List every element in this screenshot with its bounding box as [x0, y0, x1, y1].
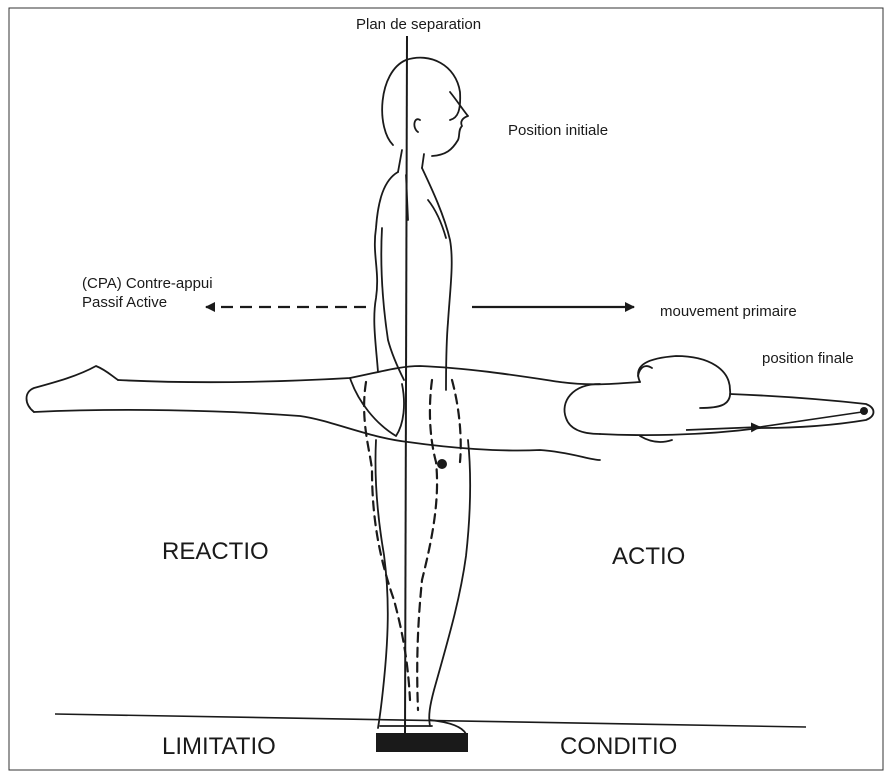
initial-position-label: Position initiale: [508, 122, 608, 139]
base-block: [376, 733, 468, 752]
condition-label: CONDITIO: [560, 733, 677, 760]
horizontal-figure: [27, 356, 874, 460]
reaction-label: REACTIO: [162, 538, 269, 565]
counter-support-label-line2: Passif Active: [82, 294, 167, 311]
final-position-label: position finale: [762, 350, 854, 367]
primary-movement-label: mouvement primaire: [660, 303, 797, 320]
separation-plane-label: Plan de separation: [356, 16, 481, 33]
limitation-label: LIMITATIO: [162, 733, 276, 760]
counter-support-label-line1: (CPA) Contre-appui: [82, 275, 213, 292]
separation-plane-line: [405, 36, 407, 736]
action-label: ACTIO: [612, 543, 685, 570]
standing-figure: [364, 58, 470, 734]
